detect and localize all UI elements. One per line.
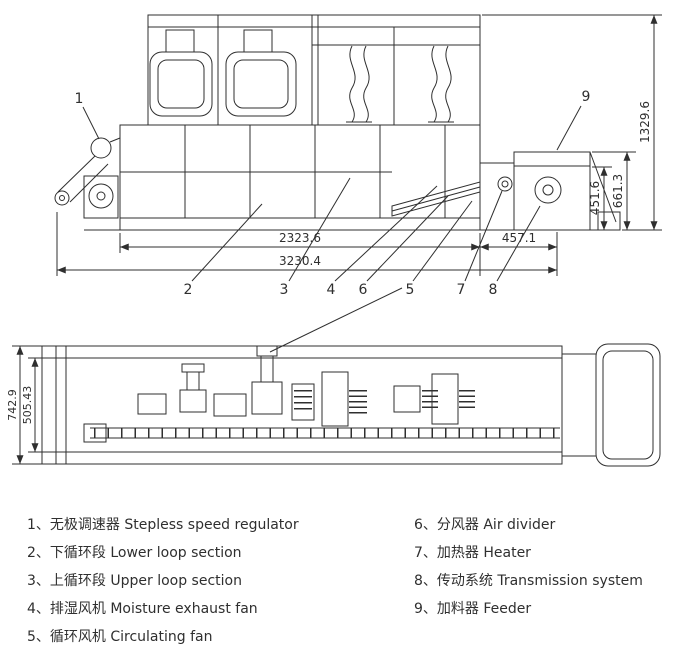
exhaust-ducts [346,45,454,123]
legend-item-8: 8、传动系统 Transmission system [414,573,643,589]
machine-diagram: 2323.6 457.1 3230.4 451.6 661.3 1329.6 [6,14,662,467]
callout-4: 4 [327,282,336,298]
dim-plan-inner-width: 505.43 [21,386,34,425]
callout-5: 5 [406,282,415,298]
dim-total-height: 1329.6 [638,101,652,143]
dim-total-length: 3230.4 [279,254,321,268]
plan-right-unit [562,343,661,467]
plan-circulating-fan [251,345,283,415]
legend-item-2: 2、下循环段 Lower loop section [27,545,242,561]
legend-item-1: 1、无极调速器 Stepless speed regulator [27,517,299,533]
parts-legend: 1、无极调速器 Stepless speed regulator 2、下循环段 … [0,511,673,647]
plan-view-dimensions: 742.9 505.43 [6,345,42,465]
callout-2: 2 [184,282,193,298]
callout-numbers: 1 9 2 3 4 6 5 7 8 [75,89,591,298]
callout-3: 3 [280,282,289,298]
exhaust-fan-box-2 [225,29,297,117]
callout-1: 1 [75,91,84,107]
plan-equipment [137,345,475,427]
legend-item-5: 5、循环风机 Circulating fan [27,629,213,645]
dim-body-length: 2323.6 [279,231,321,245]
plan-view [41,343,661,467]
dim-feeder-length: 457.1 [502,231,536,245]
machine-body [84,124,620,231]
exhaust-fan-box-1 [149,29,213,117]
legend-item-9: 9、加料器 Feeder [414,601,532,617]
callout-leaders [82,105,582,353]
legend-item-3: 3、上循环段 Upper loop section [27,573,242,589]
air-divider [391,181,481,217]
left-end-assembly [54,137,121,219]
heater [480,162,514,192]
side-view-dimensions: 2323.6 457.1 3230.4 451.6 661.3 1329.6 [56,14,662,276]
conveyor-chain [90,427,560,439]
legend-column-left: 1、无极调速器 Stepless speed regulator 2、下循环段 … [27,511,414,647]
callout-6: 6 [359,282,368,298]
side-elevation-view [54,14,621,231]
legend-item-7: 7、加热器 Heater [414,545,531,561]
dim-feeder-height: 661.3 [611,174,625,208]
dim-plan-total-width: 742.9 [6,389,19,421]
legend-item-6: 6、分风器 Air divider [414,517,556,533]
hood-structure [147,14,481,126]
legend-column-right: 6、分风器 Air divider 7、加热器 Heater 8、传动系统 Tr… [414,511,643,623]
callout-7: 7 [457,282,466,298]
callout-8: 8 [489,282,498,298]
legend-item-4: 4、排湿风机 Moisture exhaust fan [27,601,258,617]
dim-discharge-height: 451.6 [588,181,602,215]
callout-9: 9 [582,89,591,105]
